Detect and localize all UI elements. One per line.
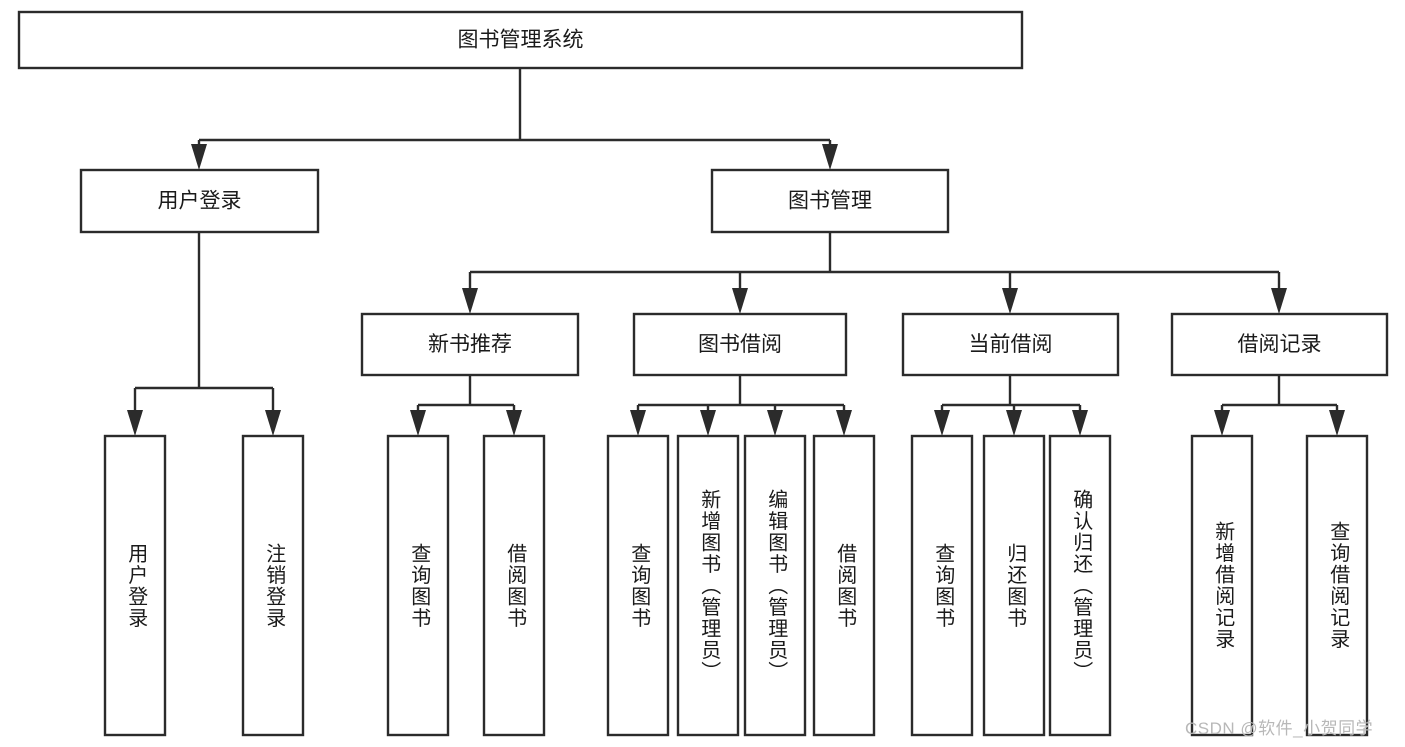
node-box-新增借阅记录[interactable] — [1190, 434, 1254, 737]
node-label-新书推荐: 新书推荐 — [428, 333, 512, 356]
connector-group-新书推荐 — [410, 375, 522, 436]
arrow-head-icon — [1072, 410, 1088, 436]
node-box-用户登录[interactable] — [79, 168, 320, 234]
arrow-head-icon — [1271, 288, 1287, 314]
connector-layer — [127, 68, 1345, 436]
arrow-head-icon — [630, 410, 646, 436]
node-box-图书管理[interactable] — [710, 168, 950, 234]
arrow-head-icon — [836, 410, 852, 436]
csdn-watermark: CSDN @软件_小贺同学 — [1185, 719, 1374, 738]
connector-group-图书借阅 — [630, 375, 852, 436]
connector-group-用户登录 — [127, 232, 281, 436]
arrow-head-icon — [410, 410, 426, 436]
node-box-归还图书[interactable] — [982, 434, 1046, 737]
arrow-head-icon — [1214, 410, 1230, 436]
node-label-当前借阅: 当前借阅 — [969, 333, 1053, 356]
arrow-head-icon — [506, 410, 522, 436]
node-box-当前借阅[interactable] — [901, 312, 1120, 377]
connector-group-当前借阅 — [934, 375, 1088, 436]
arrow-head-icon — [1006, 410, 1022, 436]
node-box-查询图书[interactable] — [606, 434, 670, 737]
node-box-借阅记录[interactable] — [1170, 312, 1389, 377]
node-box-新书推荐[interactable] — [360, 312, 580, 377]
arrow-head-icon — [265, 410, 281, 436]
connector-group-图书管理 — [462, 232, 1287, 314]
arrow-head-icon — [1329, 410, 1345, 436]
node-box-借阅图书[interactable] — [482, 434, 546, 737]
node-box-查询图书[interactable] — [910, 434, 974, 737]
node-label-图书管理: 图书管理 — [788, 190, 872, 213]
connector-group-图书管理系统 — [191, 68, 838, 170]
arrow-head-icon — [191, 144, 207, 170]
node-box-查询图书[interactable] — [386, 434, 450, 737]
arrow-head-icon — [767, 410, 783, 436]
arrow-head-icon — [127, 410, 143, 436]
arrow-head-icon — [1002, 288, 1018, 314]
node-box-编辑图书-管理员-[interactable] — [743, 434, 807, 737]
node-box-新增图书-管理员-[interactable] — [676, 434, 740, 737]
arrow-head-icon — [462, 288, 478, 314]
arrow-head-icon — [732, 288, 748, 314]
node-box-查询借阅记录[interactable] — [1305, 434, 1369, 737]
arrow-head-icon — [822, 144, 838, 170]
node-box-用户登录[interactable] — [103, 434, 167, 737]
node-box-借阅图书[interactable] — [812, 434, 876, 737]
arrow-head-icon — [700, 410, 716, 436]
node-box-注销登录[interactable] — [241, 434, 305, 737]
node-label-root: 图书管理系统 — [458, 29, 584, 52]
node-box-root-图书管理系统[interactable] — [17, 10, 1024, 70]
node-label-用户登录: 用户登录 — [158, 190, 242, 213]
node-box-layer — [17, 10, 1389, 737]
node-label-图书借阅: 图书借阅 — [698, 333, 782, 356]
connector-group-借阅记录 — [1214, 375, 1345, 436]
arrow-head-icon — [934, 410, 950, 436]
node-box-确认归还-管理员-[interactable] — [1048, 434, 1112, 737]
node-label-借阅记录: 借阅记录 — [1238, 333, 1322, 356]
node-box-图书借阅[interactable] — [632, 312, 848, 377]
